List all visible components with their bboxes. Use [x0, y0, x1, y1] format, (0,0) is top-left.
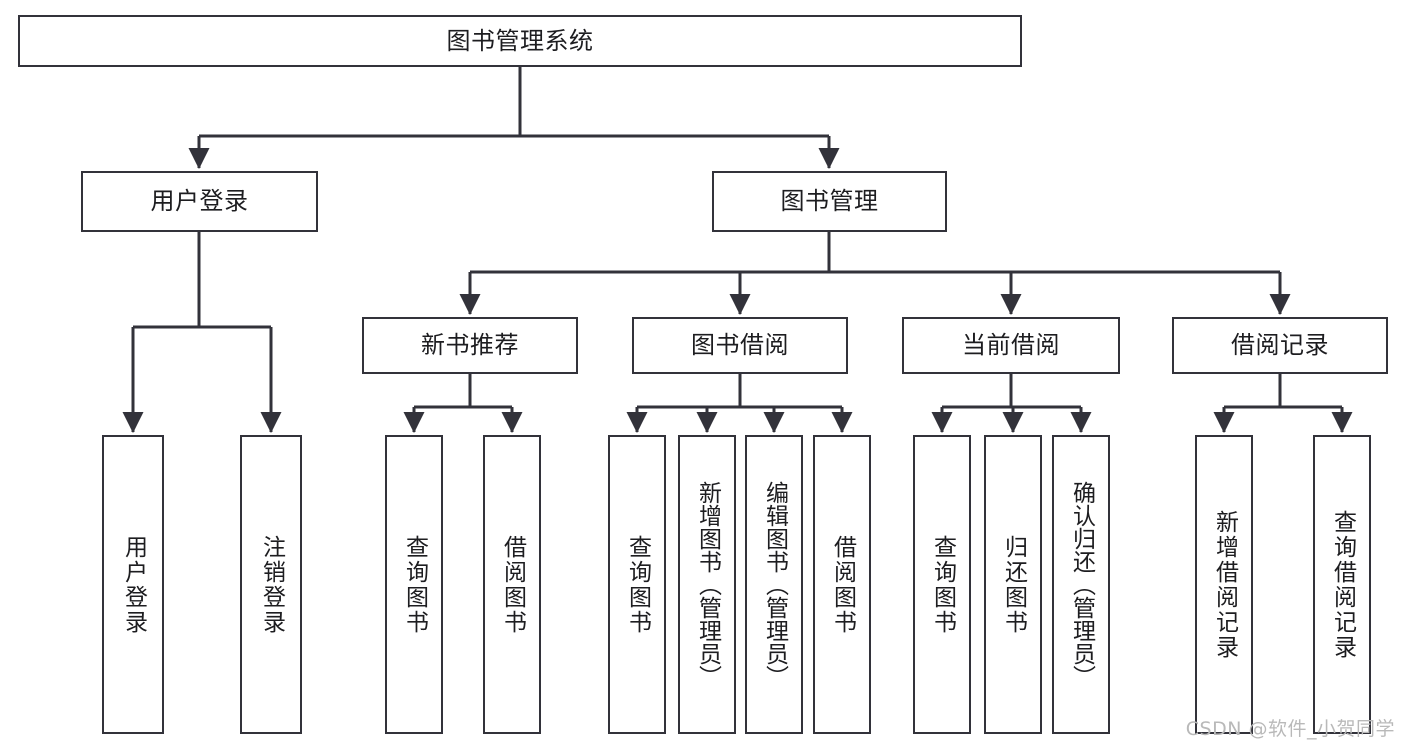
- leaf-query-book-2-label: 查询图书: [624, 534, 651, 635]
- node-book-manage-label: 图书管理: [780, 187, 879, 216]
- leaf-user-login-label: 用户登录: [120, 534, 147, 635]
- node-borrow-record-label: 借阅记录: [1231, 331, 1329, 360]
- leaf-query-record[interactable]: 查询借阅记录: [1313, 435, 1371, 734]
- node-user-login-label: 用户登录: [150, 187, 249, 216]
- leaf-edit-book-label: 编辑图书（管理员）: [761, 481, 788, 688]
- leaf-query-book-1-label: 查询图书: [401, 534, 428, 635]
- leaf-borrow-book-2[interactable]: 借阅图书: [813, 435, 871, 734]
- node-book-borrow-label: 图书借阅: [691, 331, 789, 360]
- node-user-login[interactable]: 用户登录: [81, 171, 318, 232]
- leaf-add-book-label: 新增图书（管理员）: [694, 481, 721, 688]
- node-book-borrow[interactable]: 图书借阅: [632, 317, 848, 374]
- leaf-confirm-return[interactable]: 确认归还（管理员）: [1052, 435, 1110, 734]
- leaf-logout-label: 注销登录: [258, 534, 285, 635]
- leaf-logout[interactable]: 注销登录: [240, 435, 302, 734]
- leaf-borrow-book-1[interactable]: 借阅图书: [483, 435, 541, 734]
- node-current-borrow-label: 当前借阅: [962, 331, 1060, 360]
- node-new-book-rec[interactable]: 新书推荐: [362, 317, 578, 374]
- node-root[interactable]: 图书管理系统: [18, 15, 1022, 67]
- leaf-borrow-book-1-label: 借阅图书: [499, 534, 526, 635]
- leaf-add-book[interactable]: 新增图书（管理员）: [678, 435, 736, 734]
- leaf-borrow-book-2-label: 借阅图书: [829, 534, 856, 635]
- leaf-confirm-return-label: 确认归还（管理员）: [1068, 481, 1095, 688]
- leaf-query-book-3-label: 查询图书: [929, 534, 956, 635]
- node-book-manage[interactable]: 图书管理: [712, 171, 947, 232]
- node-current-borrow[interactable]: 当前借阅: [902, 317, 1120, 374]
- leaf-add-record[interactable]: 新增借阅记录: [1195, 435, 1253, 734]
- leaf-return-book[interactable]: 归还图书: [984, 435, 1042, 734]
- leaf-query-book-1[interactable]: 查询图书: [385, 435, 443, 734]
- node-new-book-rec-label: 新书推荐: [421, 331, 519, 360]
- leaf-add-record-label: 新增借阅记录: [1211, 509, 1238, 660]
- node-root-label: 图书管理系统: [446, 26, 594, 55]
- leaf-edit-book[interactable]: 编辑图书（管理员）: [745, 435, 803, 734]
- leaf-query-book-2[interactable]: 查询图书: [608, 435, 666, 734]
- leaf-query-record-label: 查询借阅记录: [1329, 509, 1356, 660]
- leaf-user-login[interactable]: 用户登录: [102, 435, 164, 734]
- leaf-query-book-3[interactable]: 查询图书: [913, 435, 971, 734]
- leaf-return-book-label: 归还图书: [1000, 534, 1027, 635]
- watermark: CSDN @软件_小贺同学: [1185, 718, 1395, 740]
- node-borrow-record[interactable]: 借阅记录: [1172, 317, 1388, 374]
